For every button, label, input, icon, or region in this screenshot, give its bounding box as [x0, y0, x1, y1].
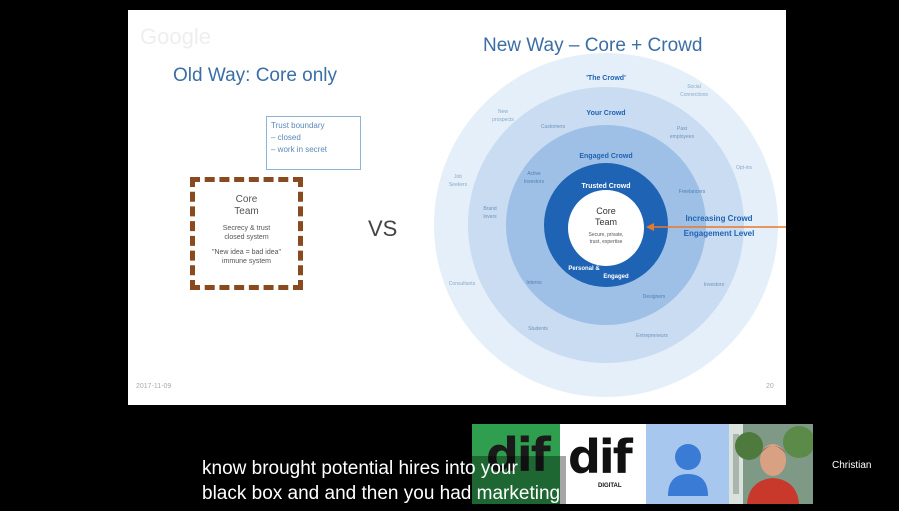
label-personal: Personal &: [568, 266, 600, 272]
core-box-line-2: closed system: [224, 234, 269, 241]
new-way-title: New Way – Core + Crowd: [483, 35, 703, 56]
crowd-circles-diagram: 'The Crowd' Your Crowd Engaged Crowd Tru…: [267, 53, 786, 397]
label-engaged: Engaged: [603, 274, 629, 280]
speaker-video-icon: [729, 424, 813, 504]
versus-label: VS: [368, 216, 398, 241]
label-increasing: Increasing Crowd: [685, 214, 752, 223]
core-team-box: Core Team Secrecy & trust closed system …: [190, 177, 303, 290]
label-connections: Connections: [680, 92, 708, 98]
old-way-title: Old Way: Core only: [173, 65, 338, 86]
label-job: Job: [454, 174, 462, 180]
core-box-title-2: Team: [234, 206, 259, 217]
label-the-crowd: 'The Crowd': [586, 75, 626, 82]
label-active: Active: [527, 171, 541, 177]
label-investors-active: Investors: [524, 179, 545, 185]
label-lovers: lovers: [483, 214, 497, 220]
label-prospects: prospects: [492, 117, 514, 123]
label-customers: Customers: [541, 124, 566, 130]
label-engagement-level: Engagement Level: [684, 229, 755, 238]
participant-tile-christian[interactable]: [729, 424, 813, 504]
slide-date: 2017-11-09: [136, 383, 172, 390]
dif-logo: dif: [486, 428, 551, 482]
core-box-line-4: immune system: [221, 258, 271, 265]
label-core-desc-2: trust, expertise: [590, 239, 623, 245]
watermark: Google: [140, 24, 211, 49]
label-engaged-crowd: Engaged Crowd: [579, 153, 632, 160]
label-your-crowd: Your Crowd: [586, 110, 625, 117]
core-box-line-3: "New idea = bad idea": [212, 249, 281, 256]
label-core-desc-1: Secure, private,: [588, 232, 623, 238]
label-team: Team: [595, 217, 617, 227]
caption-line-1: know brought potential hires into your: [202, 458, 518, 479]
label-employees: employees: [670, 134, 695, 140]
label-consultants: Consultants: [449, 281, 476, 287]
default-avatar-icon: [668, 444, 708, 496]
core-box-line-1: Secrecy & trust: [222, 225, 271, 232]
label-students: Students: [528, 326, 548, 332]
label-social: Social: [687, 84, 701, 90]
participant-tile-avatar[interactable]: [646, 424, 729, 504]
arrow-head-icon: [646, 223, 654, 231]
label-interns: Interns: [526, 280, 542, 286]
trust-line-3: – work in secret: [271, 145, 328, 154]
label-brand: Brand: [483, 206, 497, 212]
presentation-slide: Google Old Way: Core only New Way – Core…: [128, 10, 786, 405]
trust-boundary-box: Trust boundary – closed – work in secret: [266, 116, 361, 170]
label-past: Past: [677, 126, 688, 132]
ring-core-team: [568, 190, 644, 266]
dif-logo-subtext: DIGITAL: [596, 482, 624, 490]
trust-line-1: Trust boundary: [271, 121, 325, 130]
trust-line-2: – closed: [271, 133, 301, 142]
label-designers: Designers: [643, 294, 666, 300]
label-core: Core: [596, 206, 616, 216]
slide-page-number: 20: [766, 383, 774, 390]
participant-tile-dif-white[interactable]: dif DIGITAL: [560, 424, 646, 504]
label-trusted-crowd: Trusted Crowd: [581, 183, 630, 190]
dif-logo: dif: [568, 430, 633, 484]
label-freelancers: Freelancers: [679, 189, 706, 195]
core-box-title-1: Core: [235, 194, 258, 205]
live-caption: know brought potential hires into your b…: [196, 456, 567, 506]
speaker-name-label: Christian: [832, 460, 872, 471]
label-seekers: Seekers: [449, 182, 468, 188]
caption-line-2: black box and and then you had marketing: [202, 483, 561, 504]
participant-tile-dif-green[interactable]: dif: [472, 424, 560, 504]
label-entrepreneurs: Entrepreneurs: [636, 333, 668, 339]
label-investors-outer: Investors: [704, 282, 725, 288]
label-new: New: [498, 109, 508, 115]
label-opt-ins: Opt-ins: [736, 165, 753, 171]
